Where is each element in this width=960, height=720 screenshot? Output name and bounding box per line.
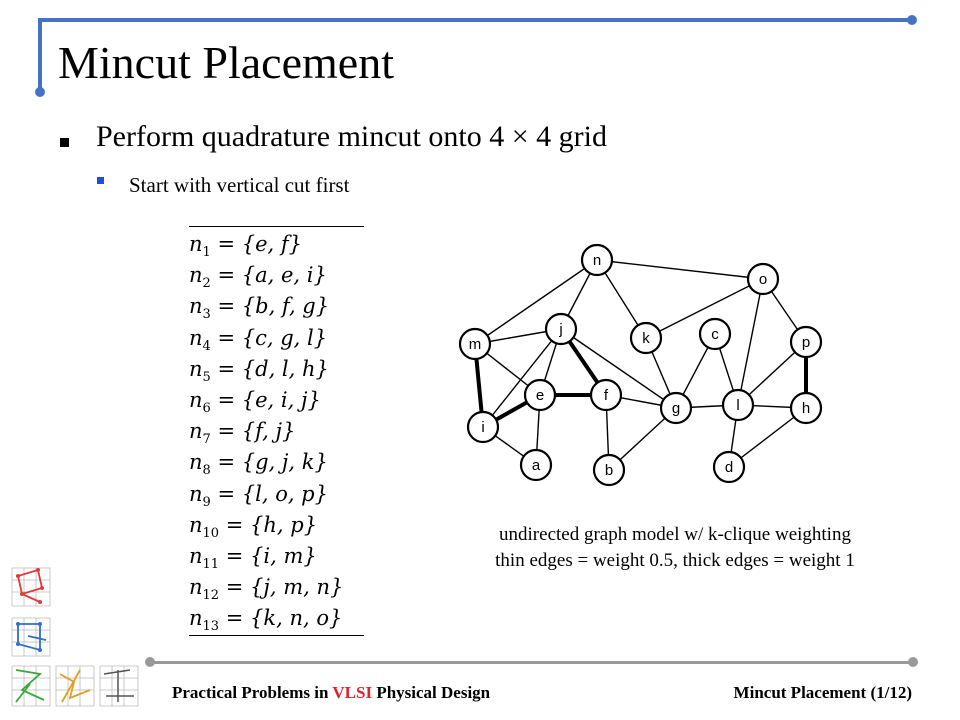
graph-node-circle [466, 410, 500, 444]
graph-node-a: a [519, 448, 553, 482]
net-list-bottom-rule [189, 635, 364, 636]
graph-node-j: j [544, 312, 578, 346]
graph-node-circle [580, 243, 614, 277]
graph-caption: undirected graph model w/ k-clique weigh… [420, 522, 930, 574]
thin-edge-j-g [560, 328, 677, 409]
net-row: n12 = {j, m, n} [189, 575, 344, 604]
caption-line-1: undirected graph model w/ k-clique weigh… [499, 524, 851, 545]
graph-node-m: m [458, 327, 492, 361]
graph-node-circle [458, 327, 492, 361]
graph-node-label: m [469, 336, 482, 353]
graph-node-circle [721, 388, 755, 422]
graph-node-f: f [589, 378, 623, 412]
graph-node-circle [789, 391, 823, 425]
net-row: n3 = {b, f, g} [189, 294, 330, 323]
thin-edge-o-l [737, 278, 764, 406]
thin-edge-o-k [645, 278, 764, 339]
graph-node-d: d [712, 450, 746, 484]
graph-node-label: f [604, 387, 609, 404]
graph-node-c: c [698, 317, 732, 351]
graph-node-label: o [759, 271, 767, 288]
bullet-text-2: Start with vertical cut first [129, 173, 350, 197]
footer-course-title: Practical Problems in VLSI Physical Desi… [172, 683, 490, 703]
slide-title: Mincut Placement [58, 37, 394, 88]
graph-node-p: p [789, 325, 823, 359]
frame-top-line [38, 18, 912, 22]
graph-node-circle [746, 262, 780, 296]
graph-node-circle [589, 378, 623, 412]
graph-node-l: l [721, 388, 755, 422]
net-row: n6 = {e, i, j} [189, 387, 321, 417]
graph-node-e: e [523, 378, 557, 412]
graph-node-h: h [789, 391, 823, 425]
net-row: n11 = {i, m} [189, 543, 317, 573]
footer-highlight: VLSI [332, 683, 373, 702]
graph-node-label: p [802, 334, 810, 351]
footer-rule [150, 661, 914, 664]
graph-node-label: j [558, 321, 562, 338]
net-list: n1 = {e, f}n2 = {a, e, i}n3 = {b, f, g}n… [189, 229, 343, 634]
graph-node-label: k [642, 330, 650, 347]
bullet-text-1: Perform quadrature mincut onto 4 × 4 gri… [96, 120, 607, 153]
thin-edge-h-d [728, 407, 807, 468]
graph-node-circle [789, 325, 823, 359]
graph-node-circle [519, 448, 553, 482]
graph-node-circle [592, 453, 626, 487]
graph-diagram: n o m j k c p e f g l h i a b d [458, 243, 823, 487]
footer-text-part2: Physical Design [372, 683, 491, 702]
thin-edge-j-i [482, 328, 562, 428]
graph-node-label: e [536, 387, 544, 404]
graph-node-label: g [672, 400, 680, 417]
bullet-square-icon [60, 138, 69, 147]
graph-node-n: n [580, 243, 614, 277]
graph-node-circle [712, 450, 746, 484]
graph-node-k: k [629, 321, 663, 355]
net-row: n8 = {g, j, k} [189, 450, 328, 479]
frame-dot-left [35, 87, 45, 97]
net-row: n5 = {d, l, h} [189, 356, 329, 385]
footer-slide-number: Mincut Placement (1/12) [733, 683, 912, 702]
graph-node-o: o [746, 262, 780, 296]
graph-node-b: b [592, 453, 626, 487]
graph-node-circle [659, 391, 693, 425]
net-row: n10 = {h, p} [189, 512, 318, 541]
footer-dot-left [145, 657, 155, 667]
footer-dot-right [908, 657, 918, 667]
graph-node-label: d [725, 459, 733, 476]
net-row: n2 = {a, e, i} [189, 263, 327, 292]
net-row: n13 = {k, n, o} [189, 606, 343, 635]
graph-node-label: n [593, 252, 601, 269]
graph-node-circle [544, 312, 578, 346]
graph-node-label: l [736, 397, 739, 414]
net-row: n4 = {c, g, l} [189, 325, 328, 354]
thin-edge-n-m [474, 259, 598, 345]
frame-left-line [38, 18, 42, 92]
net-row: n9 = {l, o, p} [189, 481, 328, 510]
graph-node-label: c [711, 326, 719, 343]
graph-node-i: i [466, 410, 500, 444]
graph-node-g: g [659, 391, 693, 425]
net-row: n1 = {e, f} [189, 232, 303, 261]
graph-node-label: a [532, 457, 541, 474]
net-row: n7 = {f, j} [189, 419, 296, 448]
graph-node-label: i [481, 419, 484, 436]
sub-bullet-square-icon [97, 177, 104, 184]
frame-dot-top-right [907, 15, 917, 25]
graph-node-circle [629, 321, 663, 355]
grid-logo-icon [11, 567, 139, 707]
graph-node-circle [523, 378, 557, 412]
footer-text-part1: Practical Problems in [172, 683, 333, 702]
graph-node-circle [698, 317, 732, 351]
graph-node-label: h [802, 400, 810, 417]
graph-node-label: b [605, 462, 613, 479]
thin-edge-n-o [596, 259, 764, 280]
net-list-top-rule [189, 226, 364, 227]
caption-line-2: thin edges = weight 0.5, thick edges = w… [495, 550, 855, 571]
